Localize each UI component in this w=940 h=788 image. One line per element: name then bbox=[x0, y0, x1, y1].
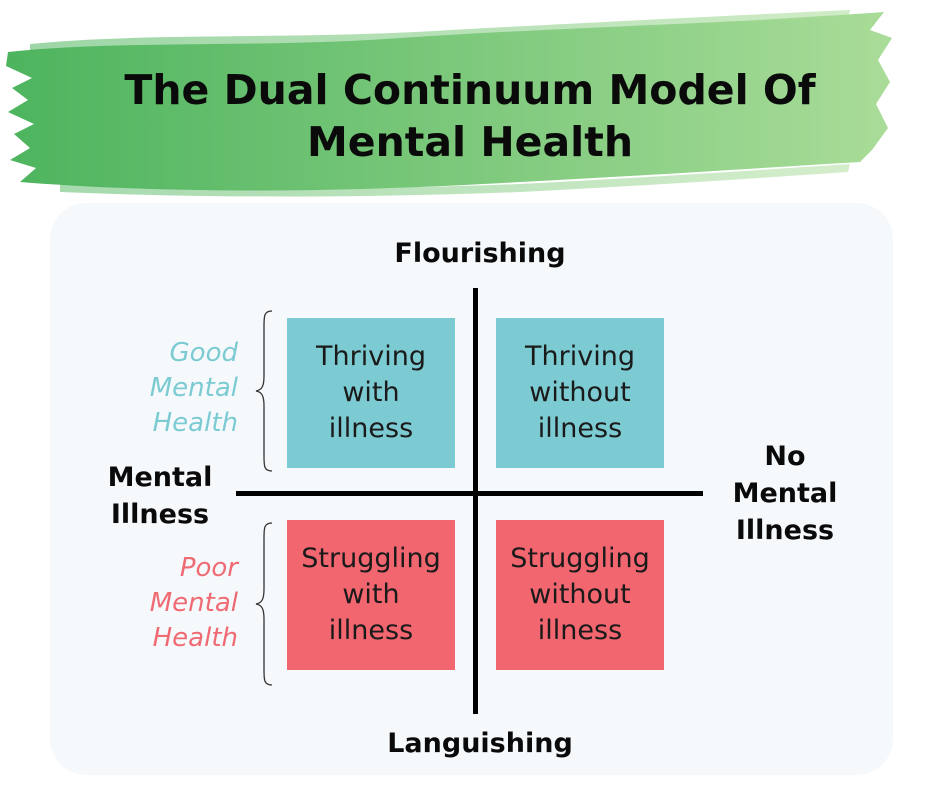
side-label-poor-mental-health: Poor Mental Health bbox=[88, 551, 238, 656]
quadrant-thriving-without-illness: Thriving without illness bbox=[496, 318, 664, 468]
title-line-2: Mental Health bbox=[306, 118, 634, 166]
quadrant-text-line: without bbox=[529, 377, 631, 408]
diagram-panel bbox=[50, 203, 893, 775]
axis-label-no-mental-illness: No Mental Illness bbox=[690, 438, 880, 549]
horizontal-axis bbox=[236, 491, 703, 496]
axis-label-mental-illness: Mental Illness bbox=[60, 459, 260, 533]
quadrant-text-line: Struggling bbox=[510, 543, 650, 574]
quadrant-thriving-with-illness: Thriving with illness bbox=[287, 318, 455, 468]
axis-label-no-mental-illness-line-1: No bbox=[764, 441, 806, 472]
vertical-axis bbox=[473, 288, 478, 714]
quadrant-struggling-with-illness: Struggling with illness bbox=[287, 520, 455, 670]
quadrant-text-line: illness bbox=[328, 615, 414, 646]
axis-label-mental-illness-line-1: Mental bbox=[107, 462, 213, 493]
side-label-poor-line-2: Mental bbox=[149, 588, 238, 618]
quadrant-text-line: Thriving bbox=[316, 341, 426, 372]
axis-label-flourishing: Flourishing bbox=[394, 238, 566, 269]
quadrant-text-line: illness bbox=[537, 615, 623, 646]
side-label-poor-line-1: Poor bbox=[179, 553, 238, 583]
title-line-1: The Dual Continuum Model Of bbox=[124, 66, 816, 114]
title-brush-stroke bbox=[6, 10, 892, 197]
axis-label-mental-illness-line-2: Illness bbox=[110, 499, 210, 530]
side-label-good-line-3: Health bbox=[152, 408, 238, 438]
axis-label-no-mental-illness-line-2: Mental bbox=[732, 478, 838, 509]
quadrant-text-line: with bbox=[342, 579, 400, 610]
axis-label-languishing: Languishing bbox=[387, 728, 573, 759]
page-title: The Dual Continuum Model Of Mental Healt… bbox=[0, 64, 940, 168]
side-label-good-line-1: Good bbox=[169, 338, 238, 368]
quadrant-text-line: Thriving bbox=[525, 341, 635, 372]
axis-label-no-mental-illness-line-3: Illness bbox=[735, 515, 835, 546]
brace-poor-icon bbox=[255, 522, 273, 686]
quadrant-struggling-without-illness: Struggling without illness bbox=[496, 520, 664, 670]
side-label-good-line-2: Mental bbox=[149, 373, 238, 403]
side-label-good-mental-health: Good Mental Health bbox=[88, 336, 238, 441]
quadrant-text-line: without bbox=[529, 579, 631, 610]
side-label-poor-line-3: Health bbox=[152, 623, 238, 653]
quadrant-text-line: illness bbox=[537, 413, 623, 444]
quadrant-text-line: illness bbox=[328, 413, 414, 444]
brace-good-icon bbox=[255, 310, 273, 472]
quadrant-text-line: Struggling bbox=[301, 543, 441, 574]
quadrant-text-line: with bbox=[342, 377, 400, 408]
